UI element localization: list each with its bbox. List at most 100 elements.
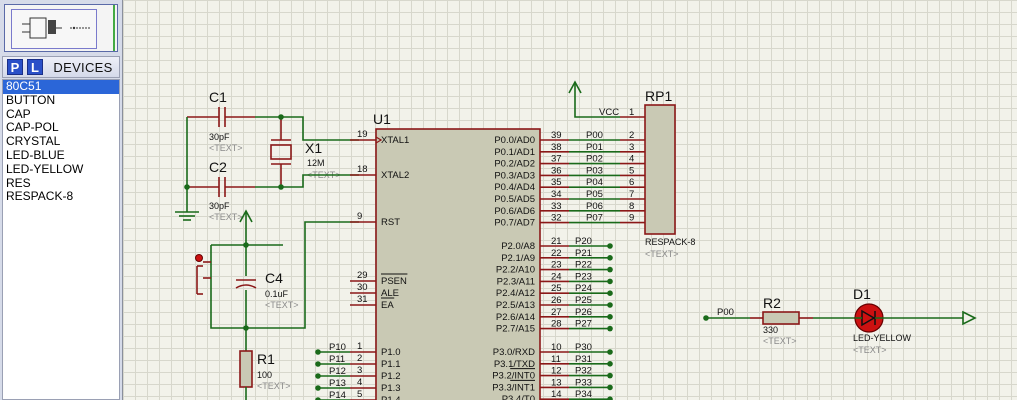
u1-pin-number: 28: [551, 319, 562, 330]
p2-net-label: P25: [575, 295, 592, 306]
p2-net-label: P20: [575, 236, 592, 247]
c1-capacitor[interactable]: C1 30pF <TEXT>: [187, 89, 255, 153]
device-item[interactable]: BUTTON: [6, 92, 56, 107]
u1-pin-name: P2.7/A15: [496, 324, 535, 335]
p0-net-label: P06: [586, 201, 603, 212]
rp1-pin-number: 4: [629, 154, 634, 165]
device-item[interactable]: RESPACK-8: [6, 189, 74, 204]
u1-ref: U1: [373, 111, 391, 127]
u1-pin-name: P0.3/AD3: [494, 170, 535, 181]
p2-net-label: P21: [575, 248, 592, 259]
vcc-power-arrow: [568, 80, 620, 118]
p2-net-label: P23: [575, 271, 592, 282]
devices-header: P L DEVICES: [2, 56, 120, 78]
u1-80c51[interactable]: U1 19XTAL118XTAL29RST29PSEN30ALE31EA1P1.…: [315, 111, 613, 400]
device-item[interactable]: LED-YELLOW: [6, 161, 84, 176]
c2-value: 30pF: [209, 201, 230, 211]
u1-pin-number: 27: [551, 307, 562, 318]
rp1-pin-number: 2: [629, 130, 634, 141]
r2-text: <TEXT>: [763, 336, 797, 346]
rp1-pin-1: 1: [629, 107, 634, 118]
u1-pin-name: P2.1/A9: [501, 253, 535, 264]
u1-pin-name: EA: [381, 300, 394, 311]
devices-title: DEVICES: [53, 60, 113, 75]
u1-pin-number: 22: [551, 248, 562, 259]
device-item[interactable]: CAP: [6, 106, 31, 121]
c1-text: <TEXT>: [209, 143, 243, 153]
p3-net-label: P32: [575, 366, 592, 377]
device-item[interactable]: RES: [6, 175, 31, 190]
p0-net-label: P05: [586, 189, 603, 200]
u1-pin-name: P0.4/AD4: [494, 182, 535, 193]
p1-net-label: P11: [329, 354, 345, 365]
r2-resistor[interactable]: [762, 311, 800, 325]
x1-crystal[interactable]: X1 12M <TEXT>: [270, 117, 341, 187]
ground-arrow-led: [962, 310, 977, 326]
x1-value: 12M: [307, 158, 325, 168]
r1-text: <TEXT>: [257, 381, 291, 391]
p2-net-label: P27: [575, 319, 592, 330]
u1-pin-name: P3.1/TXD: [494, 359, 535, 370]
rp1-vcc-label: VCC: [599, 107, 619, 118]
u1-pin-number: 26: [551, 295, 562, 306]
u1-pin-number: 23: [551, 260, 562, 271]
u1-pin-name: P0.0/AD0: [494, 135, 535, 146]
c2-capacitor[interactable]: C2 30pF <TEXT>: [187, 159, 255, 222]
u1-pin-number: 19: [357, 129, 368, 140]
p2-net-label: P26: [575, 307, 592, 318]
pick-devices-button[interactable]: P: [7, 59, 23, 75]
u1-pin-number: 9: [357, 211, 362, 222]
rp1-pin-number: 9: [629, 213, 634, 224]
u1-pin-name: P2.0/A8: [501, 241, 535, 252]
u1-pin-number: 29: [357, 270, 368, 281]
device-item[interactable]: CRYSTAL: [6, 134, 61, 149]
device-item[interactable]: 80C51: [3, 79, 119, 94]
d1-text: <TEXT>: [853, 345, 887, 355]
u1-pin-name: P3.4/T0: [502, 394, 535, 400]
u1-pin-name: P2.2/A10: [496, 265, 535, 276]
u1-pin-name: P3.3/INT1: [492, 382, 535, 393]
x1-ref: X1: [305, 140, 322, 156]
reset-button[interactable]: [195, 254, 212, 295]
u1-pin-number: 38: [551, 142, 562, 153]
r2-value: 330: [763, 325, 778, 335]
d1-ref: D1: [853, 286, 871, 302]
rp1-ref: RP1: [645, 88, 672, 104]
rp1-pin-number: 5: [629, 165, 634, 176]
p0-net-label: P03: [586, 165, 603, 176]
rp1-text: <TEXT>: [645, 249, 679, 259]
overview-panel[interactable]: [4, 4, 118, 52]
p1-net-label: P14: [329, 390, 346, 400]
u1-pin-name: P0.2/AD2: [494, 159, 535, 170]
u1-pin-name: P2.6/A14: [496, 312, 535, 323]
u1-pin-number: 24: [551, 271, 562, 282]
p1-net-label: P12: [329, 366, 346, 377]
device-item[interactable]: LED-BLUE: [6, 147, 65, 162]
u1-pin-number: 36: [551, 165, 562, 176]
rp1-pin-number: 6: [629, 177, 634, 188]
c1-ref: C1: [209, 89, 227, 105]
c4-ref: C4: [265, 270, 283, 286]
u1-pin-number: 21: [551, 236, 562, 247]
p0-net-label: P01: [586, 142, 603, 153]
rp1-pin-number: 7: [629, 189, 634, 200]
overview-viewport[interactable]: [11, 9, 97, 49]
p2-net-label: P24: [575, 283, 592, 294]
d1-value: LED-YELLOW: [853, 333, 912, 343]
u1-pin-number: 13: [551, 377, 562, 388]
u1-pin-number: 37: [551, 154, 562, 165]
u1-pin-number: 4: [357, 377, 362, 388]
u1-pin-number: 34: [551, 189, 562, 200]
u1-pin-name: P3.2/INT0: [492, 371, 535, 382]
u1-pin-name: P2.5/A13: [496, 300, 535, 311]
u1-pin-name: PSEN: [381, 276, 407, 287]
device-item[interactable]: CAP-POL: [6, 120, 59, 135]
schematic-canvas[interactable]: C1 30pF <TEXT> C2 30pF <TEXT> X1 12M <TE…: [123, 0, 1017, 400]
led-circuit[interactable]: P00 R2 330 <TEXT> D1 LED-YELLOW <TEXT>: [703, 286, 977, 355]
r1-resistor[interactable]: R1 100 <TEXT>: [239, 328, 291, 400]
c4-capacitor[interactable]: C4 0.1uF <TEXT>: [235, 245, 299, 328]
library-manager-button[interactable]: L: [27, 59, 43, 75]
u1-pin-name: P0.5/AD5: [494, 194, 535, 205]
